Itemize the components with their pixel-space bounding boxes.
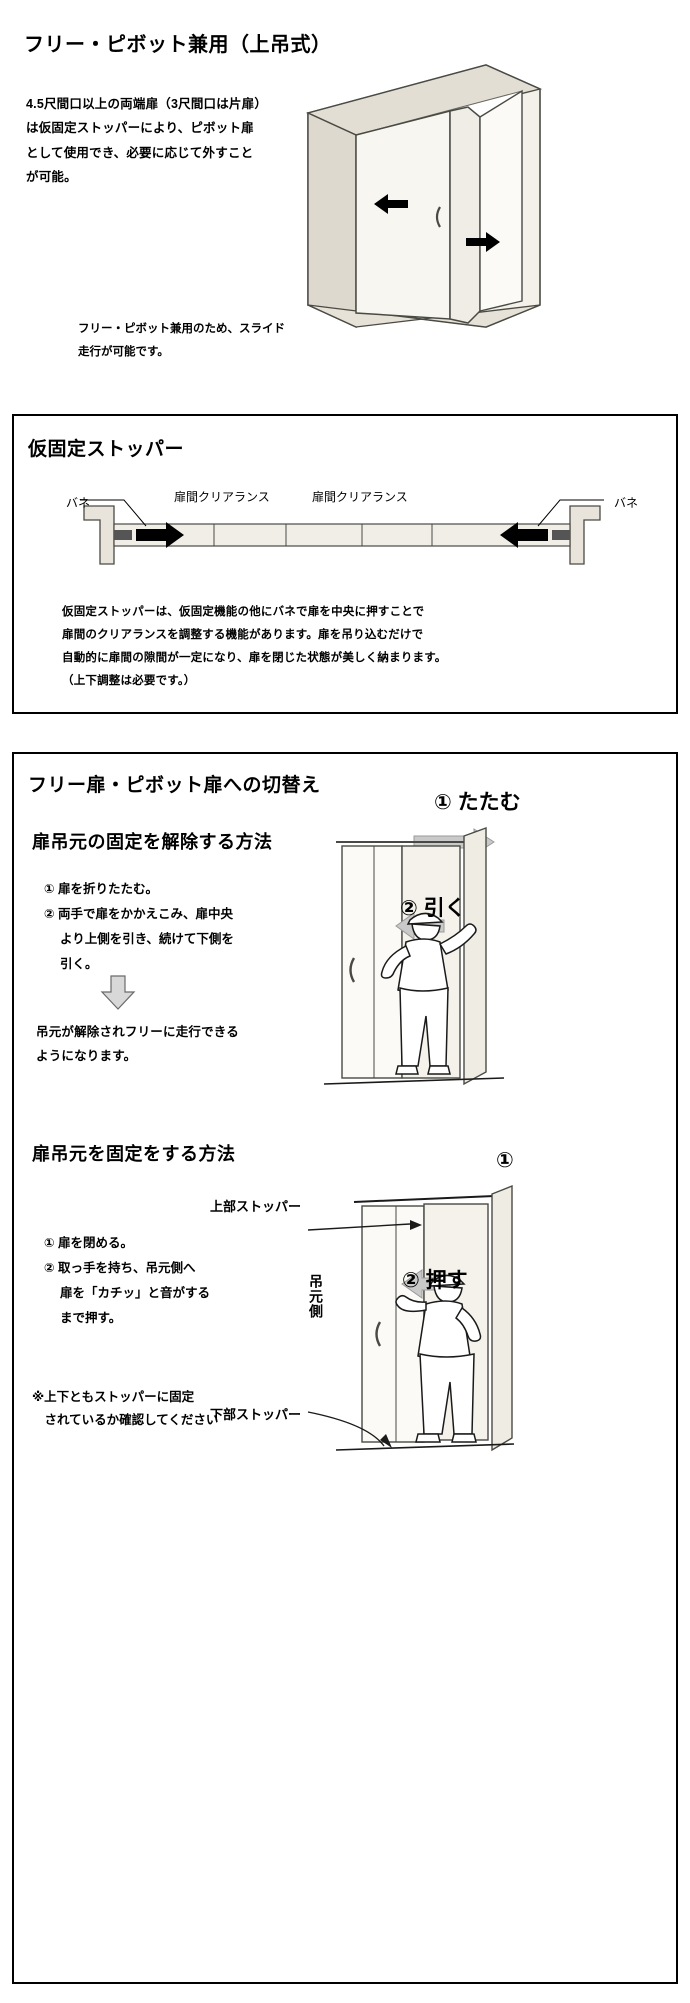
list-item: より上側を引き、続けて下側を <box>44 932 234 947</box>
release-callout-2: ② 引く <box>400 897 466 920</box>
arrow-left <box>374 194 408 214</box>
label-lower-stopper: 下部ストッパー <box>210 1407 302 1422</box>
arrow-right <box>466 232 500 252</box>
paragraph-line: は仮固定ストッパーにより、ピボット扉 <box>26 121 254 136</box>
section1-paragraph: 4.5尺間口以上の両端扉（3尺間口は片扉） は仮固定ストッパーにより、ピボット扉… <box>26 92 296 190</box>
section-switching: フリー扉・ピボット扉への切替え 扉吊元の固定を解除する方法 ① 扉を折りたたむ。… <box>12 752 678 1984</box>
section1-caption: フリー・ピボット兼用のため、スライド 走行が可能です。 <box>78 318 285 364</box>
fix-subheading: 扉吊元を固定をする方法 <box>32 1144 236 1164</box>
note-line: されているか確認してください <box>32 1413 219 1428</box>
release-result: 吊元が解除されフリーに走行できる ようになります。 <box>36 1020 326 1069</box>
result-line: ようになります。 <box>36 1049 137 1064</box>
paragraph-line: 自動的に扉間の隙間が一定になり、扉を閉じた状態が美しく納まります。 <box>62 652 447 664</box>
release-illustration <box>314 802 674 1114</box>
list-item: 扉を「カチッ」と音がする <box>44 1286 210 1301</box>
fix-note: ※上下ともストッパーに固定 されているか確認してください <box>32 1386 332 1432</box>
label-spring-left: バネ <box>66 496 91 510</box>
section2-heading: 仮固定ストッパー <box>28 439 185 460</box>
label-clearance-right: 扉間クリアランス <box>312 490 408 504</box>
section-free-pivot: フリー・ピボット兼用（上吊式） 4.5尺間口以上の両端扉（3尺間口は片扉） は仮… <box>0 0 690 410</box>
paragraph-line: （上下調整は必要です。） <box>62 675 196 687</box>
caption-line: 走行が可能です。 <box>78 346 169 358</box>
fix-illustration <box>307 1172 674 1472</box>
list-item: ② 取っ手を持ち、吊元側へ <box>44 1261 196 1276</box>
fix-callout-2: ② 押す <box>402 1269 468 1292</box>
paragraph-line: が可能。 <box>26 170 77 185</box>
label-spring-right: バネ <box>614 496 639 510</box>
release-subheading: 扉吊元の固定を解除する方法 <box>32 832 273 852</box>
release-callout-1: ① たたむ <box>434 791 521 814</box>
label-upper-stopper: 上部ストッパー <box>210 1199 302 1214</box>
label-hinge-side: 吊元側 <box>308 1274 324 1319</box>
section-temporary-stopper: 仮固定ストッパー <box>12 414 678 714</box>
stopper-diagram <box>62 478 622 588</box>
label-clearance-left: 扉間クリアランス <box>174 490 270 504</box>
paragraph-line: として使用でき、必要に応じて外すこと <box>26 145 254 160</box>
release-steps: ① 扉を折りたたむ。 ② 両手で扉をかかえこみ、扉中央 より上側を引き、続けて下… <box>44 878 324 979</box>
list-item: ① 扉を閉める。 <box>44 1236 134 1250</box>
paragraph-line: 扉間のクリアランスを調整する機能があります。扉を吊り込むだけで <box>62 629 424 641</box>
list-item: 引く。 <box>44 957 98 972</box>
section1-heading: フリー・ピボット兼用（上吊式） <box>24 34 332 56</box>
fix-steps: ① 扉を閉める。 ② 取っ手を持ち、吊元側へ 扉を「カチッ」と音がする まで押す… <box>44 1232 334 1333</box>
door-frame-illustration <box>290 55 550 345</box>
section3-heading: フリー扉・ピボット扉への切替え <box>28 775 321 796</box>
list-item: ① 扉を折りたたむ。 <box>44 882 159 896</box>
paragraph-line: 4.5尺間口以上の両端扉（3尺間口は片扉） <box>26 97 268 111</box>
section2-paragraph: 仮固定ストッパーは、仮固定機能の他にバネで扉を中央に押すことで 扉間のクリアラン… <box>62 601 662 693</box>
list-item: まで押す。 <box>44 1311 122 1326</box>
paragraph-line: 仮固定ストッパーは、仮固定機能の他にバネで扉を中央に押すことで <box>62 606 425 618</box>
fix-callout-1: ① <box>496 1149 514 1172</box>
list-item: ② 両手で扉をかかえこみ、扉中央 <box>44 907 234 922</box>
note-line: ※上下ともストッパーに固定 <box>32 1390 195 1404</box>
result-line: 吊元が解除されフリーに走行できる <box>36 1025 239 1039</box>
caption-line: フリー・ピボット兼用のため、スライド <box>78 323 285 335</box>
down-arrow-icon <box>100 975 136 1010</box>
